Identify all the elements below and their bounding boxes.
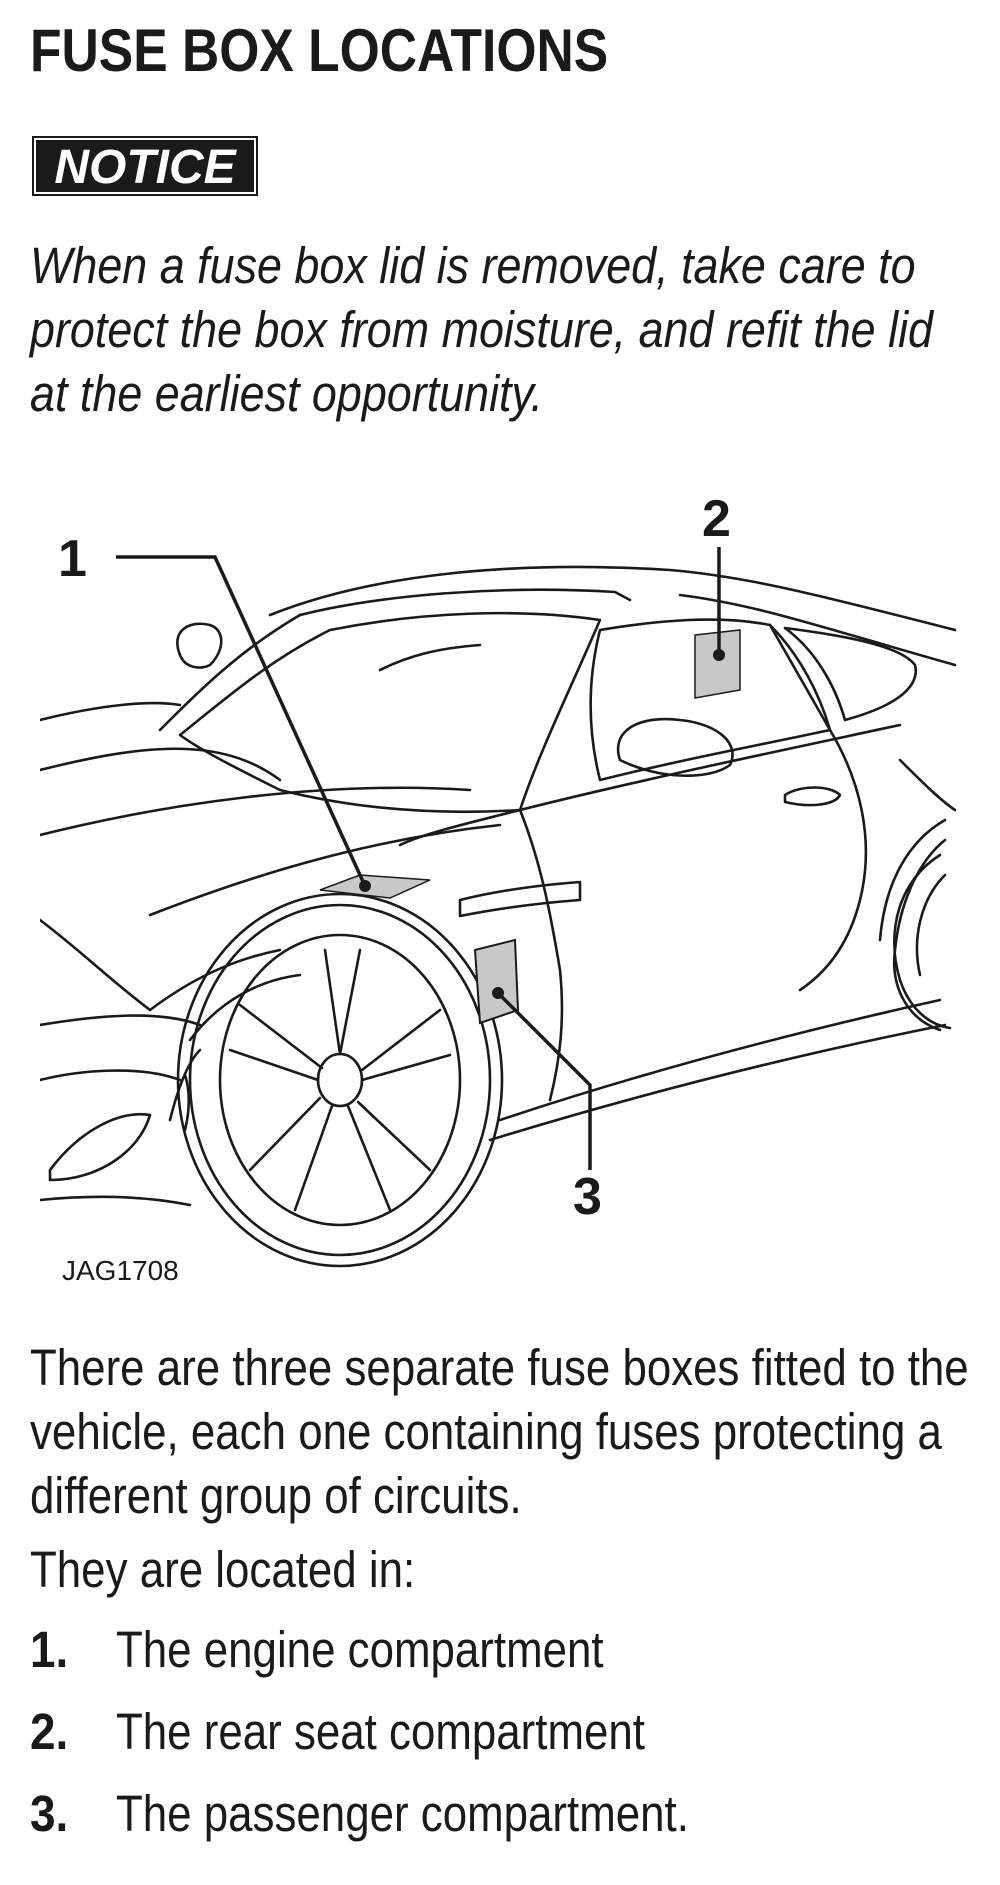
list-item-number: 3. [30, 1785, 69, 1842]
car-outline [40, 565, 957, 1207]
locations-lead: They are located in: [30, 1541, 416, 1598]
list-item: 3. The passenger compartment. [30, 1782, 990, 1864]
list-item: 1. The engine compartment [30, 1618, 990, 1700]
list-item: 2. The rear seat compartment [30, 1700, 990, 1782]
rear-wheel [893, 853, 952, 1030]
callout-1-label: 1 [58, 530, 87, 588]
callout-leaders [116, 547, 721, 1170]
page-title: FUSE BOX LOCATIONS [30, 17, 609, 84]
fuse-box-2-marker [694, 629, 741, 699]
fuse-box-1-marker [319, 874, 431, 899]
callout-3-label: 3 [573, 1168, 602, 1226]
locations-list: 1. The engine compartment 2. The rear se… [30, 1618, 990, 1864]
fuse-box-markers [319, 629, 741, 1025]
callout-2-label: 2 [702, 490, 731, 548]
notice-badge: NOTICE [32, 136, 258, 196]
list-item-number: 2. [30, 1703, 69, 1760]
list-item-number: 1. [30, 1621, 69, 1678]
front-wheel [176, 892, 504, 1268]
list-item-text: The passenger compartment. [116, 1785, 689, 1842]
list-item-text: The engine compartment [116, 1621, 604, 1678]
intro-paragraph: There are three separate fuse boxes fitt… [30, 1339, 969, 1524]
fuse-box-locations-diagram: 1 2 3 JAG1708 [40, 490, 957, 1286]
list-item-text: The rear seat compartment [116, 1703, 645, 1760]
notice-text: When a fuse box lid is removed, take car… [30, 237, 934, 422]
fuse-box-3-marker [473, 938, 520, 1025]
figure-code: JAG1708 [62, 1255, 179, 1286]
